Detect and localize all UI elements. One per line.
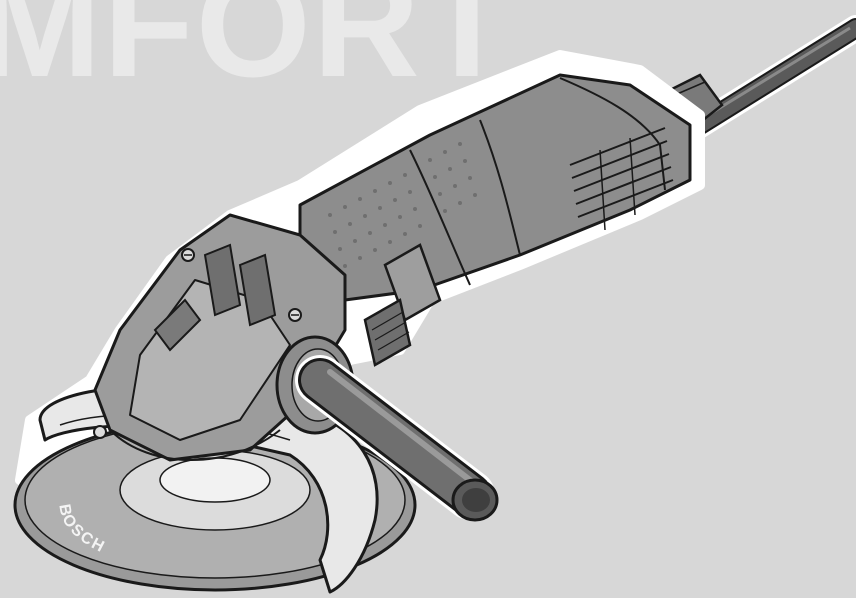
on-off-switch: [363, 243, 442, 367]
background-watermark-text: MFORT: [0, 0, 515, 108]
side-handle: [275, 335, 499, 522]
ventilation-slots: [569, 127, 674, 231]
